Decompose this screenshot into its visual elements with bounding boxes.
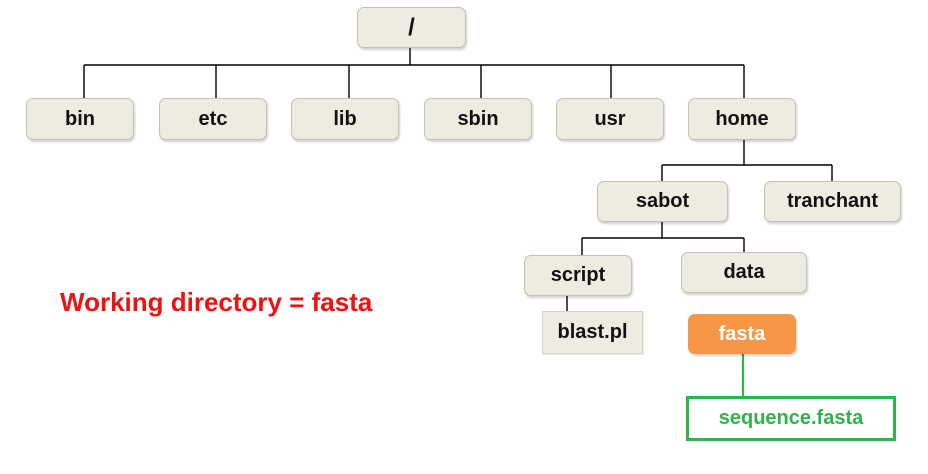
node-etc: etc <box>159 98 267 140</box>
node-sequence-fasta: sequence.fasta <box>686 396 896 441</box>
node-lib: lib <box>291 98 399 140</box>
node-root-label: / <box>408 13 415 41</box>
node-usr: usr <box>556 98 664 140</box>
node-home: home <box>688 98 796 140</box>
node-script: script <box>524 255 632 296</box>
node-blast-pl: blast.pl <box>542 311 643 354</box>
node-bin: bin <box>26 98 134 140</box>
node-data: data <box>681 252 807 293</box>
node-fasta-working-dir: fasta <box>688 314 796 354</box>
node-sbin: sbin <box>424 98 532 140</box>
node-sabot: sabot <box>597 181 728 222</box>
node-root: / <box>357 7 466 48</box>
working-directory-caption: Working directory = fasta <box>60 287 373 317</box>
node-tranchant: tranchant <box>764 181 901 222</box>
